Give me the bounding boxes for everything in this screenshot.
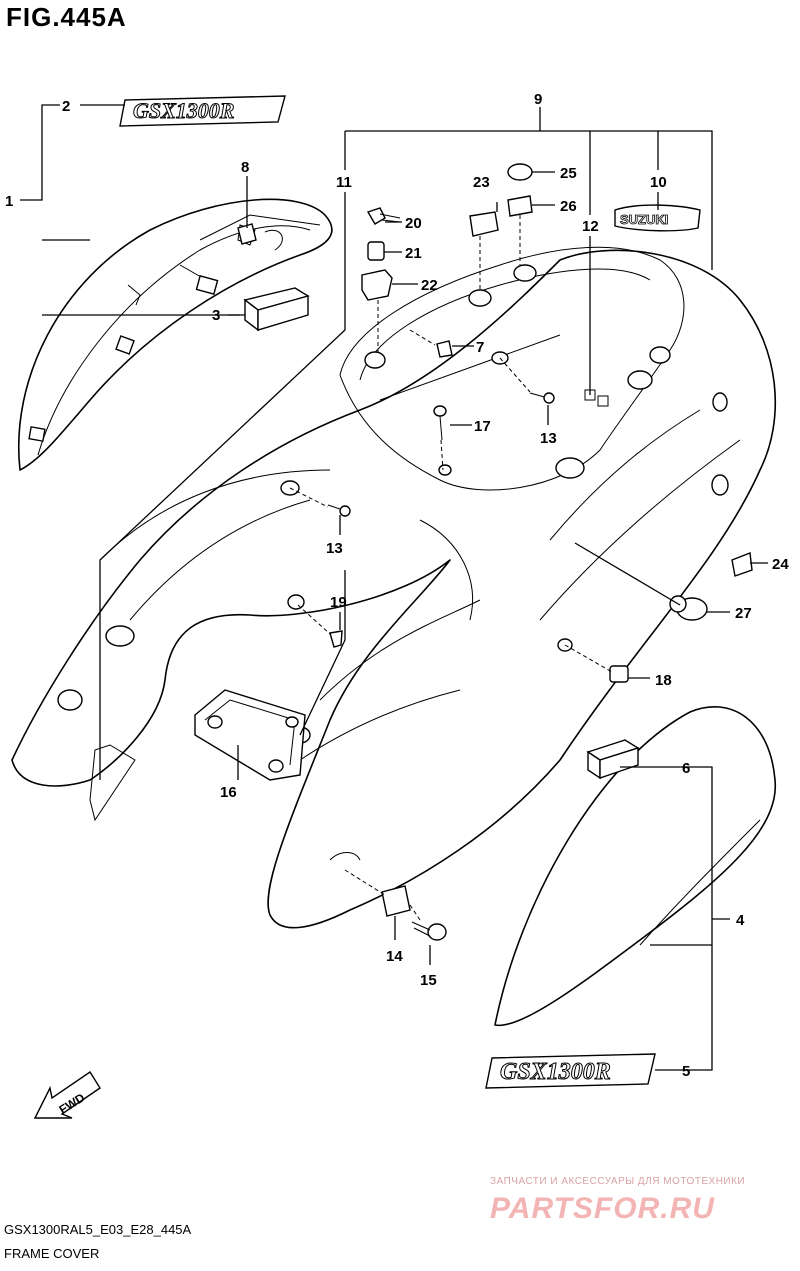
callout-13-upper: 13 xyxy=(540,430,557,447)
callout-24: 24 xyxy=(772,556,789,573)
callout-labels: 1 2 3 4 5 6 7 8 9 10 11 12 13 13 14 15 1… xyxy=(5,91,789,1080)
right-side-cover xyxy=(494,706,776,1027)
bracket-part-16 xyxy=(194,689,306,781)
callout-10: 10 xyxy=(650,174,667,191)
suzuki-emblem: SUZUKI xyxy=(614,204,701,232)
figure-name: FRAME COVER xyxy=(4,1246,100,1261)
callout-21: 21 xyxy=(405,245,422,262)
callout-25: 25 xyxy=(560,165,577,182)
callout-15: 15 xyxy=(420,972,437,989)
callout-8: 8 xyxy=(241,159,249,176)
callout-9: 9 xyxy=(534,91,542,108)
fasteners xyxy=(237,163,753,941)
fwd-arrow-icon: FWD xyxy=(33,1071,101,1119)
callout-17: 17 xyxy=(474,418,491,435)
leader-lines xyxy=(20,104,768,1071)
pad-part-6 xyxy=(586,739,640,780)
callout-11: 11 xyxy=(336,174,352,191)
callout-20: 20 xyxy=(405,215,422,232)
callout-22: 22 xyxy=(421,277,438,294)
watermark-brand: PARTSFOR.RU xyxy=(490,1192,715,1225)
gsx-emblem-lower: GSX1300R xyxy=(485,1053,656,1089)
svg-text:GSX1300R: GSX1300R xyxy=(133,98,234,123)
callout-16: 16 xyxy=(220,784,237,801)
callout-6: 6 xyxy=(682,760,690,777)
callout-2: 2 xyxy=(62,98,70,115)
left-side-cover xyxy=(18,198,333,471)
gsx-emblem-upper: GSX1300R xyxy=(119,95,286,127)
pad-part-3 xyxy=(243,287,310,332)
callout-12: 12 xyxy=(582,218,599,235)
callout-18: 18 xyxy=(655,672,672,689)
figure-title: FIG.445A xyxy=(6,2,127,32)
svg-text:GSX1300R: GSX1300R xyxy=(500,1059,611,1085)
callout-1: 1 xyxy=(5,193,13,210)
figure-code: GSX1300RAL5_E03_E28_445A xyxy=(4,1222,192,1237)
svg-text:SUZUKI: SUZUKI xyxy=(620,212,668,227)
callout-19: 19 xyxy=(330,594,347,611)
callout-27: 27 xyxy=(735,605,752,622)
callout-23: 23 xyxy=(473,174,490,191)
callout-5: 5 xyxy=(682,1063,690,1080)
callout-7: 7 xyxy=(476,339,484,356)
callout-13-lower: 13 xyxy=(326,540,343,557)
callout-3: 3 xyxy=(212,307,220,324)
callout-14: 14 xyxy=(386,948,403,965)
watermark-tagline: ЗАПЧАСТИ И АКСЕССУАРЫ ДЛЯ МОТОТЕХНИКИ xyxy=(490,1176,746,1187)
callout-4: 4 xyxy=(736,912,745,929)
callout-26: 26 xyxy=(560,198,577,215)
